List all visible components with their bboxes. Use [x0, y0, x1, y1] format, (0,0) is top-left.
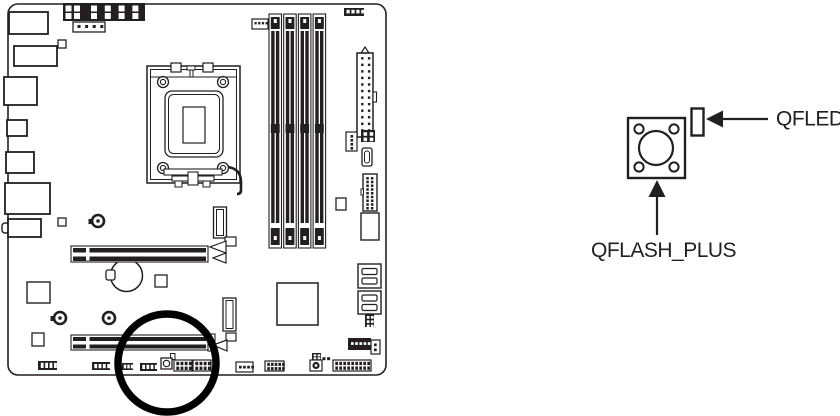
system-fan-header-4	[348, 338, 381, 355]
front-panel-header	[332, 359, 372, 372]
cmos-battery	[105, 258, 144, 293]
qflash-plus-button-onboard	[160, 353, 176, 370]
m2-slot-2	[211, 297, 237, 352]
power-button-onboard	[309, 353, 331, 372]
cpu-socket	[146, 62, 243, 196]
standoff-screws	[50, 213, 117, 326]
dimm-slot-2	[283, 13, 297, 249]
small-ic-3	[154, 274, 168, 288]
button-cap	[637, 129, 675, 167]
sata-ports	[357, 263, 382, 315]
right-edge-connector	[360, 212, 380, 241]
qfled-onboard	[170, 353, 176, 360]
bottom-header-1	[92, 362, 110, 370]
system-fan-header-1	[251, 18, 269, 30]
dimm-slot-4	[312, 13, 327, 249]
small-ic-1	[57, 39, 67, 49]
usb2-header-1	[173, 359, 193, 372]
cpu-die-window	[182, 106, 206, 144]
small-ic-4	[26, 281, 51, 304]
qflash-plus-arrow	[648, 180, 666, 235]
dimm-slot-3	[297, 13, 312, 249]
header-2x3	[365, 314, 374, 328]
cpu-fan-header	[72, 21, 106, 33]
qfled-arrow	[706, 110, 768, 128]
pcie-slot-2	[70, 333, 216, 352]
qflash-detail-callout: QFLED QFLASH_PLUS	[591, 107, 840, 262]
m2-slot-1	[208, 206, 237, 264]
system-fan-header-2	[345, 131, 358, 152]
highlight-circle	[114, 310, 220, 416]
qfled-label: QFLED	[776, 108, 840, 131]
small-ic-2	[57, 217, 67, 227]
small-ic-5	[335, 197, 347, 211]
dimm-slot-1	[268, 13, 283, 249]
bottom-header-3	[140, 363, 158, 371]
usb2-header-2	[192, 359, 212, 372]
bottom-header-4	[264, 360, 285, 372]
bottom-header-2	[122, 363, 134, 370]
atx-12v-connector	[63, 3, 145, 21]
atx-24pin-connector	[356, 45, 378, 138]
qflash-plus-label: QFLASH_PLUS	[591, 239, 737, 262]
qfled-indicator-detail	[690, 107, 705, 137]
qflash-plus-button-detail	[626, 116, 687, 180]
dimm-slots	[268, 13, 327, 249]
motherboard-diagram	[1, 3, 387, 416]
top-right-header	[344, 8, 365, 16]
aux-power-header	[361, 130, 375, 142]
socket-lever	[227, 165, 243, 196]
pcie-slot-1	[70, 245, 209, 263]
front-audio-header	[38, 361, 57, 370]
audio-codec-chip	[31, 332, 45, 347]
rear-io-ports	[1, 11, 58, 238]
usb3-header	[360, 173, 378, 212]
system-fan-header-3	[235, 361, 254, 373]
chipset	[276, 282, 319, 326]
usb-c-header	[361, 147, 373, 167]
